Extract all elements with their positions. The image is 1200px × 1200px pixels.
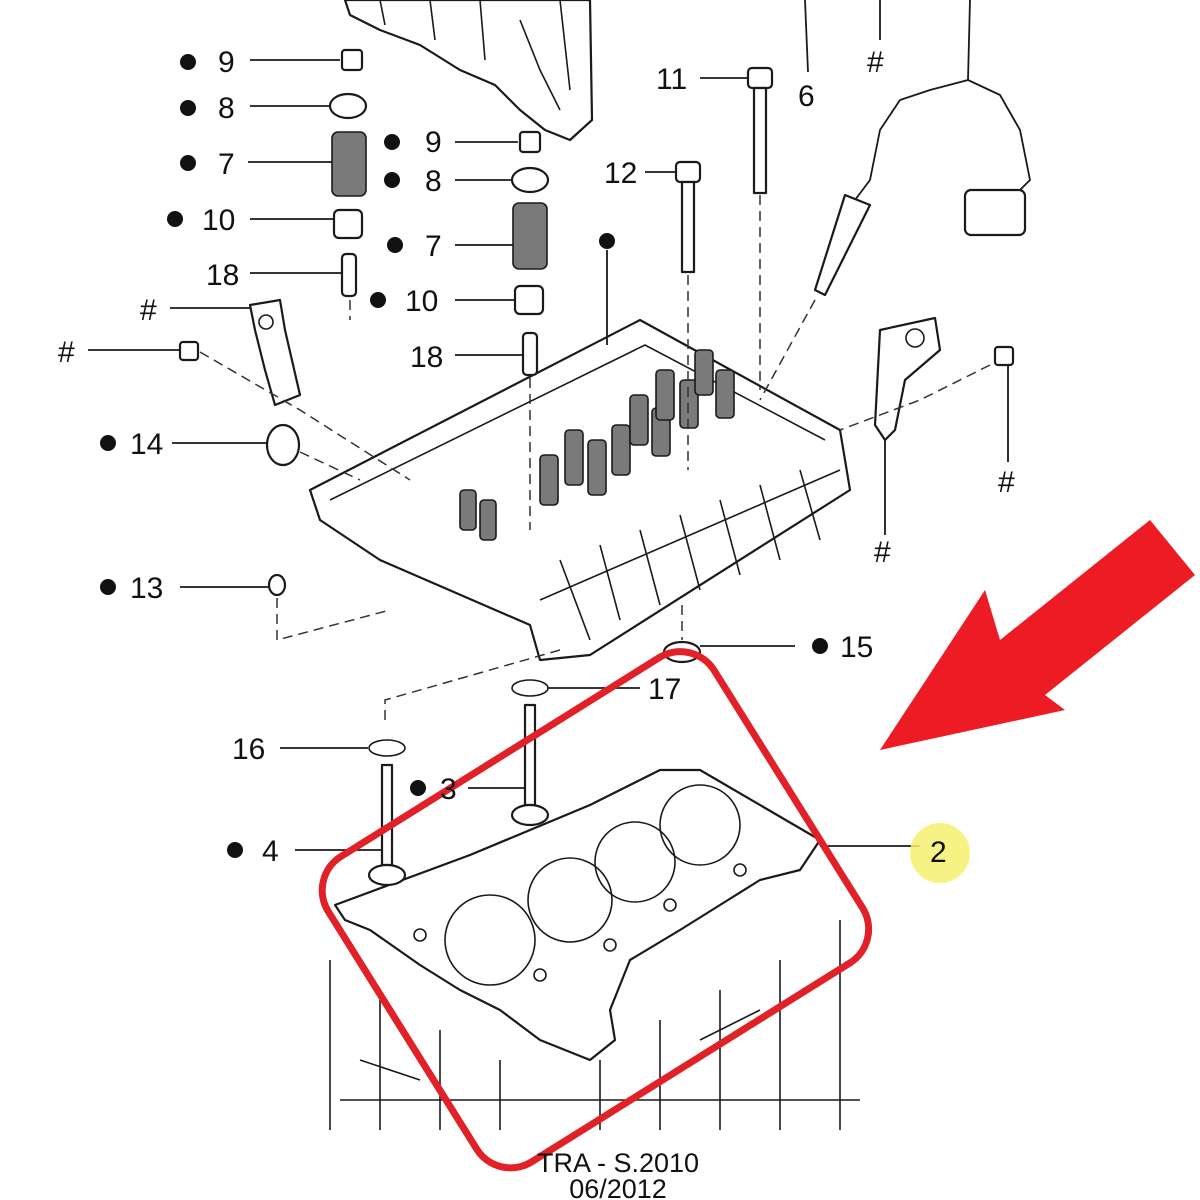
valve-stack-left — [328, 48, 368, 320]
callout-11: 11 — [656, 63, 687, 96]
callout-numbers: 9 8 7 10 18 9 8 7 10 18 11 12 6 # # # # … — [58, 46, 1015, 869]
cam-cover-part — [343, 0, 594, 142]
callout-10-left: 10 — [202, 204, 235, 237]
callout-8-right: 8 — [425, 165, 442, 198]
callout-14: 14 — [130, 428, 163, 461]
callout-18-right: 18 — [410, 341, 443, 374]
valve-stem-cluster — [459, 349, 735, 541]
callout-hash-left-lower: # — [58, 336, 75, 369]
valve-stack-right — [510, 130, 550, 530]
cylinder-head-part — [308, 318, 852, 662]
bolt-11-part — [746, 66, 774, 390]
callout-hash-left-upper: # — [140, 294, 157, 327]
callout-18-left: 18 — [206, 259, 239, 292]
oring-16-part — [368, 739, 406, 757]
cap-13-part — [267, 573, 391, 641]
callout-4: 4 — [262, 835, 279, 868]
callout-9-left: 9 — [218, 46, 235, 79]
highlight-arrow — [880, 520, 1195, 750]
footer-line-2: 06/2012 — [569, 1174, 667, 1200]
callout-bullets — [100, 54, 828, 858]
callout-2: 2 — [930, 836, 947, 869]
footer-line-1: TRA - S.2010 — [537, 1148, 699, 1178]
head-gasket-part — [333, 768, 822, 1062]
oring-17-part — [511, 679, 549, 697]
callout-6: 6 — [798, 80, 815, 113]
plug-14-part — [265, 423, 361, 481]
callout-hash-top: # — [867, 46, 884, 79]
callout-hash-right-lower: # — [874, 536, 891, 569]
glow-plug-part — [759, 0, 1031, 401]
callout-9-right: 9 — [425, 126, 442, 159]
callout-7-right: 7 — [425, 230, 442, 263]
valve-3-part — [510, 703, 550, 827]
callout-hash-right-upper: # — [998, 466, 1015, 499]
callout-15: 15 — [840, 631, 873, 664]
callout-17: 17 — [648, 673, 681, 706]
callout-13: 13 — [130, 572, 163, 605]
callout-2-marker — [910, 823, 970, 883]
leader-lines — [88, 0, 1009, 851]
callout-10-right: 10 — [405, 285, 438, 318]
callout-16: 16 — [232, 733, 265, 766]
highlight-box — [318, 648, 873, 1172]
lifting-bracket-right — [839, 316, 1015, 442]
engine-block-part — [329, 920, 860, 1130]
lifting-bracket-left — [178, 298, 411, 481]
valve-4-part — [367, 763, 407, 887]
callout-8-left: 8 — [218, 92, 235, 125]
callout-12: 12 — [604, 157, 637, 190]
bolt-12-part — [674, 160, 702, 470]
callout-7-left: 7 — [218, 148, 235, 181]
callout-3: 3 — [440, 773, 457, 806]
